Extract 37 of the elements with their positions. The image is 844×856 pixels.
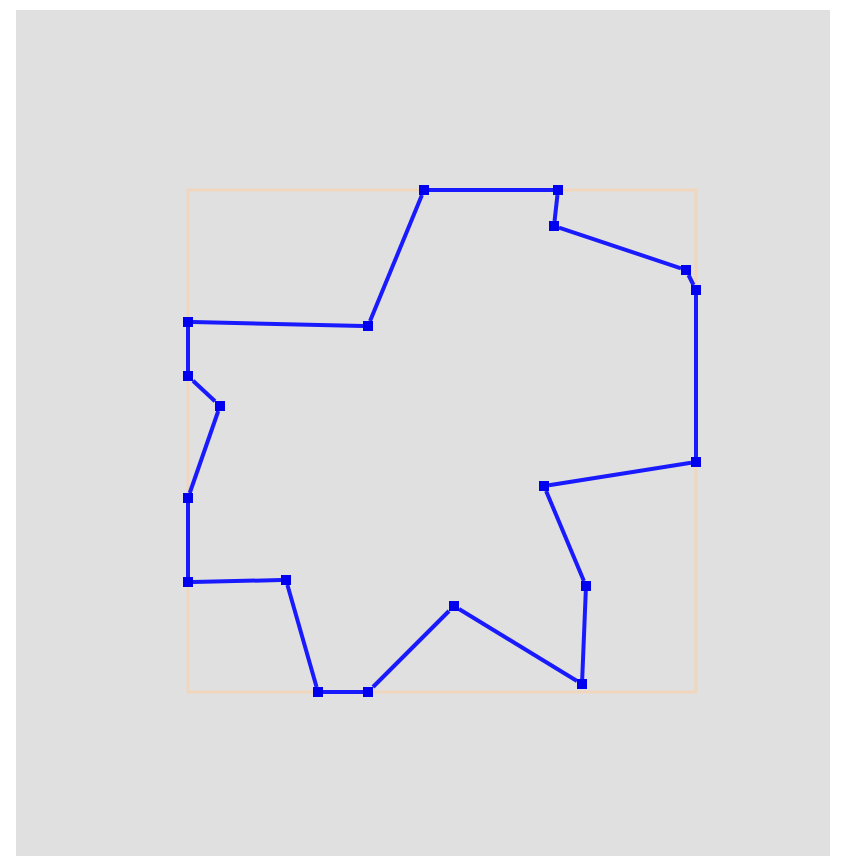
vertex-marker (549, 221, 559, 231)
line-segment (186, 327, 190, 371)
line-segment (552, 194, 560, 222)
line-segment (285, 584, 319, 688)
vertex-marker (553, 185, 563, 195)
vertex-marker (183, 577, 193, 587)
vertex-marker (681, 265, 691, 275)
line-segment (368, 194, 424, 322)
line-segment (323, 690, 363, 694)
line-segment (371, 609, 451, 689)
vertex-marker (691, 285, 701, 295)
line-segment (544, 490, 586, 582)
vertex-marker (363, 687, 373, 697)
line-segment (429, 188, 553, 192)
line-segment (191, 379, 217, 403)
vertex-marker (183, 493, 193, 503)
line-segment (580, 590, 588, 680)
line-segment (548, 460, 692, 488)
line-segment (192, 320, 364, 328)
vertex-marker (449, 601, 459, 611)
vertex-marker (183, 371, 193, 381)
line-segment (186, 503, 190, 577)
line-segment (694, 295, 698, 457)
line-segment (192, 578, 282, 584)
vertex-marker (183, 317, 193, 327)
vertex-marker (581, 581, 591, 591)
vertex-marker (577, 679, 587, 689)
vertex-marker (313, 687, 323, 697)
vertex-marker (539, 481, 549, 491)
vertex-marker (363, 321, 373, 331)
vertex-marker (691, 457, 701, 467)
line-segment (187, 410, 221, 494)
vertex-marker (419, 185, 429, 195)
vertex-marker (215, 401, 225, 411)
line-segment (457, 607, 579, 683)
vertex-marker (281, 575, 291, 585)
line-segment (558, 225, 682, 271)
